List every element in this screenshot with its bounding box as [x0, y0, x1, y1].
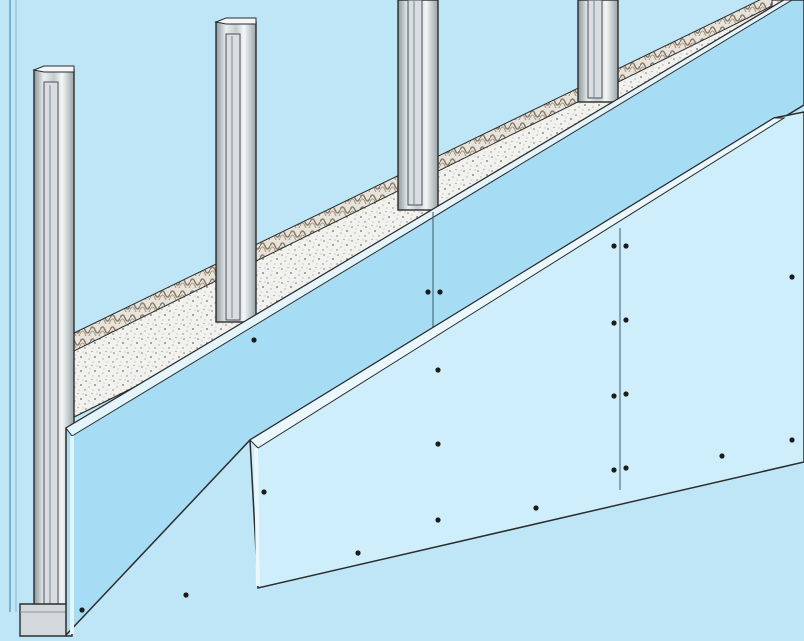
screw — [437, 289, 443, 295]
floor-track — [19, 603, 73, 637]
screw — [611, 243, 617, 249]
screw — [251, 337, 257, 343]
screw — [611, 393, 617, 399]
screw — [435, 441, 441, 447]
screw — [355, 550, 361, 556]
screw — [435, 517, 441, 523]
screw — [435, 367, 441, 373]
steel-stud-3 — [397, 0, 439, 211]
screw — [789, 437, 795, 443]
screw — [623, 391, 629, 397]
screw — [183, 592, 189, 598]
screw — [623, 465, 629, 471]
first-layer-gypsum-board — [65, 0, 804, 637]
screw — [425, 289, 431, 295]
screw — [611, 467, 617, 473]
screw — [79, 607, 85, 613]
screw — [789, 274, 795, 280]
screw — [623, 243, 629, 249]
screw — [719, 453, 725, 459]
screw-fixings — [79, 243, 795, 613]
screw — [623, 317, 629, 323]
steel-stud-2 — [214, 17, 257, 323]
screw — [611, 320, 617, 326]
steel-stud-4 — [577, 0, 619, 103]
screw — [533, 505, 539, 511]
screw — [261, 489, 267, 495]
second-layer-gypsum-board — [249, 111, 804, 589]
